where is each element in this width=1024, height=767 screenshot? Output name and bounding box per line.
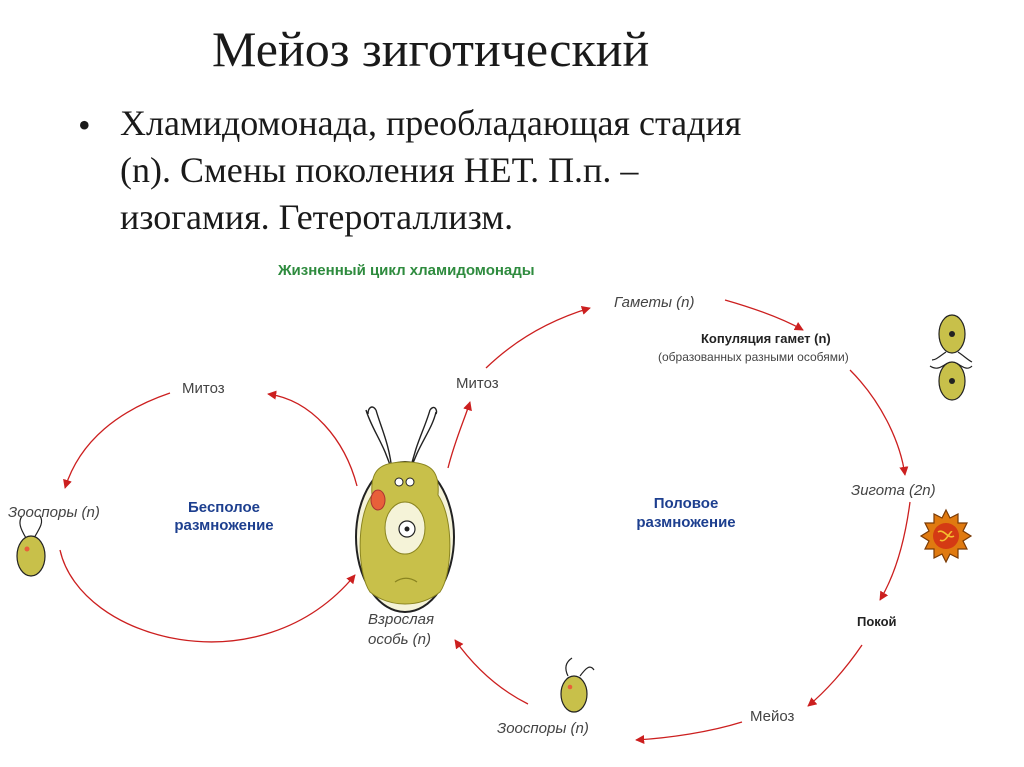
label-asexual-line1: Бесполое bbox=[188, 499, 260, 516]
bullet-line-3: изогамия. Гетероталлизм. bbox=[120, 197, 514, 237]
label-mitosis-left: Митоз bbox=[182, 380, 225, 397]
arrow-zygote-to-rest bbox=[879, 501, 911, 601]
label-gametes: Гаметы (n) bbox=[614, 294, 695, 311]
arrow-mitosis-to-gametes bbox=[485, 305, 591, 369]
label-rest: Покой bbox=[857, 614, 897, 629]
arrow-adult-to-mitosis-right bbox=[447, 401, 472, 469]
label-zoospores-left: Зооспоры (n) bbox=[8, 504, 100, 521]
label-meiosis: Мейоз bbox=[750, 708, 795, 725]
zygote-icon bbox=[919, 508, 973, 564]
arrow-zoospores-to-adult bbox=[59, 549, 356, 643]
zoospore-left-icon bbox=[16, 515, 46, 577]
zoospore-bottom-icon bbox=[560, 657, 595, 713]
arrow-gametes-to-copulation bbox=[724, 299, 804, 331]
adult-cell-icon bbox=[355, 406, 455, 613]
slide-title: Мейоз зиготический bbox=[212, 21, 650, 77]
bullet-line-2: (n). Смены поколения НЕТ. П.п. – bbox=[120, 150, 639, 190]
label-zoospores-bottom: Зооспоры (n) bbox=[497, 720, 589, 737]
label-adult-line2: особь (n) bbox=[368, 631, 431, 648]
diagram-title: Жизненный цикл хламидомонады bbox=[277, 262, 535, 279]
label-copulation-line1: Копуляция гамет (n) bbox=[701, 331, 831, 346]
label-sexual-line2: размножение bbox=[636, 514, 735, 531]
copulating-gametes-icon bbox=[929, 314, 973, 401]
label-sexual-line1: Половое bbox=[654, 495, 719, 512]
label-mitosis-right: Митоз bbox=[456, 375, 499, 392]
arrow-rest-to-meiosis bbox=[807, 644, 863, 707]
arrow-meiosis-to-zoospores bbox=[635, 721, 743, 745]
arrow-copulation-to-zygote bbox=[849, 369, 909, 476]
arrow-mitosis-to-zoospores bbox=[63, 392, 171, 489]
label-adult-line1: Взрослая bbox=[368, 611, 434, 628]
arrow-zoospores-to-adult-right bbox=[454, 639, 529, 705]
bullet-marker: • bbox=[78, 105, 91, 145]
label-copulation-line2: (образованных разными особями) bbox=[658, 350, 849, 364]
arrow-adult-to-mitosis bbox=[267, 390, 358, 487]
bullet-line-1: Хламидомонада, преобладающая стадия bbox=[120, 103, 742, 143]
label-asexual-line2: размножение bbox=[174, 517, 273, 534]
label-zygote: Зигота (2n) bbox=[851, 482, 936, 499]
